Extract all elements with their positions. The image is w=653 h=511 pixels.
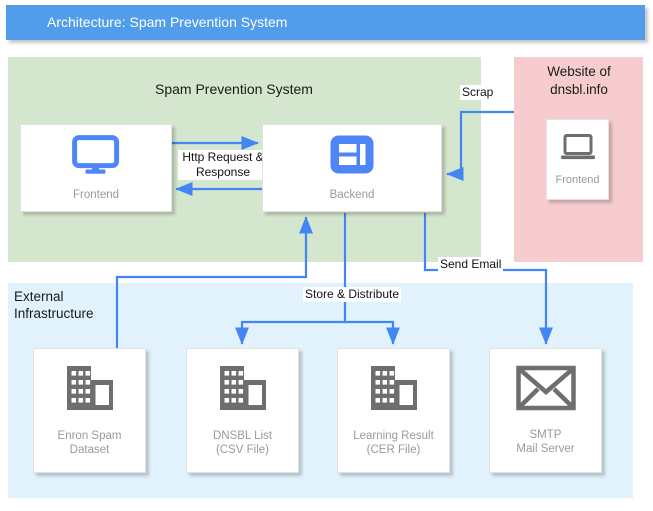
- database-building-icon: [217, 364, 269, 417]
- monitor-icon: [72, 134, 120, 180]
- node-frontend-label: Frontend: [72, 188, 120, 201]
- node-enron-spam-dataset-label: Enron Spam Dataset: [57, 430, 122, 456]
- database-building-icon: [64, 364, 116, 417]
- zone-label-dnsbl-website: Website of dnsbl.info: [547, 64, 611, 97]
- node-dnsbl-frontend-label: Frontend: [555, 173, 600, 186]
- node-backend[interactable]: Backend: [262, 124, 442, 212]
- node-smtp-mail-server[interactable]: SMTP Mail Server: [489, 348, 602, 473]
- laptop-icon: [559, 133, 597, 168]
- envelope-icon: [515, 365, 576, 416]
- edge-label-store-distribute: Store & Distribute: [303, 287, 402, 302]
- node-smtp-mail-server-label: SMTP Mail Server: [516, 429, 575, 455]
- zone-label-spam-prevention-system: Spam Prevention System: [155, 81, 313, 97]
- node-learning-result-label: Learning Result (CER File): [353, 430, 434, 456]
- zone-label-external-infrastructure: External Infrastructure: [14, 289, 94, 321]
- node-enron-spam-dataset[interactable]: Enron Spam Dataset: [33, 348, 146, 473]
- dashboard-icon: [330, 135, 374, 180]
- node-dnsbl-list[interactable]: DNSBL List (CSV File): [186, 348, 299, 473]
- database-building-icon: [368, 364, 420, 417]
- diagram-title-bar: Architecture: Spam Prevention System: [6, 5, 645, 40]
- diagram-title: Architecture: Spam Prevention System: [47, 14, 288, 30]
- node-learning-result[interactable]: Learning Result (CER File): [337, 348, 450, 473]
- edge-label-http-request: Http Request & Response: [178, 150, 268, 180]
- edge-label-send-email: Send Email: [438, 257, 504, 272]
- edge-label-scrap: Scrap: [460, 85, 496, 100]
- node-dnsbl-frontend[interactable]: Frontend: [546, 119, 609, 200]
- node-dnsbl-list-label: DNSBL List (CSV File): [212, 430, 272, 456]
- node-frontend[interactable]: Frontend: [20, 124, 172, 212]
- node-backend-label: Backend: [329, 188, 375, 201]
